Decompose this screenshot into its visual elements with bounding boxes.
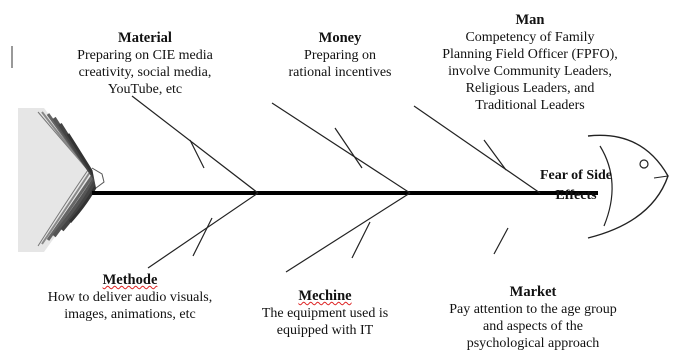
bone-man [413,105,541,194]
cause-line: Traditional Leaders [475,98,585,113]
bone-market-sub [493,227,509,255]
category-material: Material Preparing on CIE media creativi… [30,30,260,98]
cause-line: and aspects of the [483,319,583,334]
cause-line: creativity, social media, [78,65,212,80]
effect-label: Fear of Side Effects [524,166,628,206]
bone-methode [147,192,259,269]
fish-head-image [570,134,669,240]
cause-line: Pay attention to the age group [449,302,617,317]
category-man: Man Competency of Family Planning Field … [420,12,640,114]
bone-mechine-sub [351,221,371,259]
category-market: Market Pay attention to the age group an… [418,284,648,352]
cause-line: Religious Leaders, and [465,81,595,96]
bone-man-sub [483,139,507,171]
category-title: Material [118,30,172,46]
cause-line: rational incentives [288,65,392,80]
bone-material-sub [189,139,205,169]
category-title: Methode [102,272,158,288]
cause-line: How to deliver audio visuals, [47,290,213,305]
cause-line: equipped with IT [276,323,374,338]
cause-line: Preparing on [304,48,376,63]
cause-line: Preparing on CIE media [77,48,213,63]
cause-line: psychological approach [466,336,600,351]
bone-methode-sub [192,217,213,257]
category-title: Man [515,12,545,28]
category-title: Market [509,284,557,300]
fish-tail-image [18,108,105,252]
cause-line: images, animations, etc [64,307,196,322]
category-title: Money [318,30,362,46]
cause-line: Planning Field Officer (FPFO), [442,47,618,62]
cause-line: YouTube, etc [107,82,183,97]
cause-line: The equipment used is [261,306,389,321]
category-money: Money Preparing on rational incentives [260,30,420,81]
bone-mechine [285,192,411,273]
category-title: Mechine [298,288,352,304]
category-mechine: Mechine The equipment used is equipped w… [230,288,420,339]
effect-line: Fear of Side [539,168,613,183]
bone-money [271,102,411,194]
cause-line: involve Community Leaders, [448,64,612,79]
bone-money-sub [334,127,363,169]
cause-line: Competency of Family [465,30,595,45]
category-methode: Methode How to deliver audio visuals, im… [10,272,250,323]
effect-line: Effects [555,188,597,203]
bone-material [131,95,259,194]
